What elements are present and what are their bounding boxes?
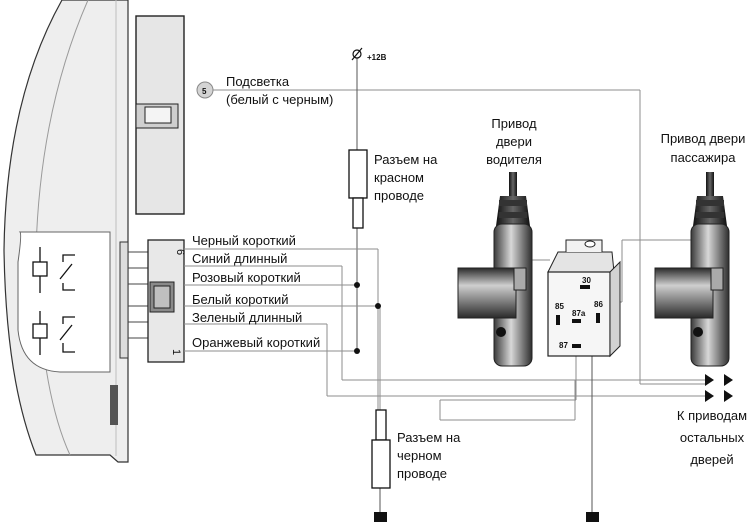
backlight-line2: (белый с черным) bbox=[226, 92, 333, 107]
ground-terminal-right bbox=[586, 512, 599, 522]
relay-pin-87: 87 bbox=[559, 341, 568, 350]
connector-pin-1: 1 bbox=[170, 349, 182, 355]
other-doors-arrows bbox=[705, 374, 733, 402]
wire-label-green-long: Зеленый длинный bbox=[192, 310, 302, 325]
wires bbox=[184, 52, 705, 512]
backlight-line1: Подсветка bbox=[226, 74, 290, 89]
other-doors-line1: К приводам bbox=[677, 408, 747, 423]
upper-module bbox=[135, 15, 185, 215]
control-unit bbox=[3, 0, 129, 463]
ground-terminal-left bbox=[374, 512, 387, 522]
wire-label-orange-short: Оранжевый короткий bbox=[192, 335, 320, 350]
relay-pin-87a: 87a bbox=[572, 309, 586, 318]
driver-door-line3: водителя bbox=[486, 152, 542, 167]
red-connector bbox=[348, 149, 368, 229]
red-connector-line1: Разъем на bbox=[374, 152, 438, 167]
pin-5-marker bbox=[196, 81, 214, 99]
passenger-door-line1: Привод двери bbox=[661, 131, 746, 146]
black-connector-line2: черном bbox=[397, 448, 442, 463]
pin-5-number: 5 bbox=[202, 87, 207, 96]
other-doors-line3: дверей bbox=[690, 452, 733, 467]
supply-label: +12В bbox=[367, 53, 387, 62]
driver-door-line2: двери bbox=[496, 134, 532, 149]
wire-label-black-short: Черный короткий bbox=[192, 233, 296, 248]
driver-door-actuator bbox=[457, 172, 533, 367]
passenger-door-line2: пассажира bbox=[671, 150, 737, 165]
other-doors-line2: остальных bbox=[680, 430, 745, 445]
relay-pin-85: 85 bbox=[555, 302, 564, 311]
wire-label-blue-long: Синий длинный bbox=[192, 251, 287, 266]
red-connector-line2: красном bbox=[374, 170, 424, 185]
black-connector bbox=[371, 409, 391, 489]
supply-terminal-icon bbox=[351, 47, 363, 61]
relay bbox=[547, 239, 621, 358]
black-connector-line3: проводе bbox=[397, 466, 447, 481]
connector-pin-6: 6 bbox=[174, 249, 186, 255]
wire-label-white-short: Белый короткий bbox=[192, 292, 289, 307]
harness-connector bbox=[119, 239, 185, 363]
relay-contacts bbox=[32, 247, 75, 355]
red-connector-line3: проводе bbox=[374, 188, 424, 203]
junction-dots bbox=[354, 282, 381, 354]
driver-door-line1: Привод bbox=[491, 116, 537, 131]
passenger-door-actuator bbox=[654, 172, 730, 367]
wire-label-pink-short: Розовый короткий bbox=[192, 270, 301, 285]
black-connector-line1: Разъем на bbox=[397, 430, 461, 445]
relay-pin-30: 30 bbox=[582, 276, 591, 285]
relay-pin-86: 86 bbox=[594, 300, 603, 309]
